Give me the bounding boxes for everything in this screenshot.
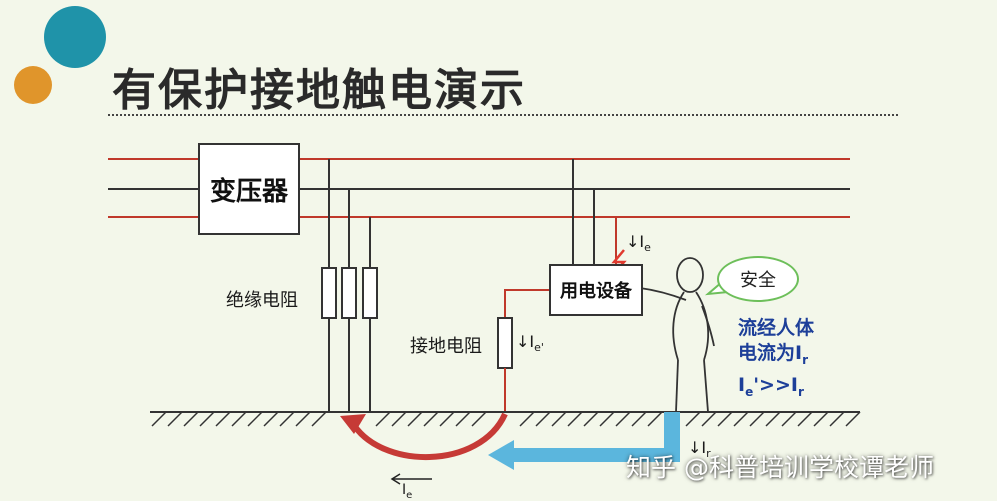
current-ie-ground: ↓Ie'	[516, 332, 544, 355]
body-current-arrowhead-icon	[488, 440, 514, 470]
body-current-path	[510, 412, 680, 462]
safe-bubble: 安全	[717, 256, 799, 302]
title-divider	[108, 114, 898, 116]
decor-circle-teal	[44, 6, 106, 68]
insulation-label: 绝缘电阻	[226, 290, 298, 311]
watermark: 知乎 @科普培训学校谭老师	[626, 453, 934, 482]
current-return: Ie	[402, 482, 413, 501]
grounding-resistor	[497, 317, 513, 369]
page-title: 有保护接地触电演示	[112, 65, 526, 116]
insulation-resistor-3	[362, 267, 378, 319]
insulation-resistor-2	[341, 267, 357, 319]
current-ie-device: ↓Ie	[626, 232, 651, 255]
return-arc	[349, 412, 508, 461]
return-arc-arrowhead-icon	[340, 414, 366, 434]
device-box: 用电设备	[549, 264, 643, 316]
current-ir: ↓Ir	[688, 438, 711, 461]
ground-conductor	[504, 289, 549, 318]
person-figure	[639, 257, 715, 413]
body-current-note: 流经人体 电流为Ir Ie'>>Ir	[738, 317, 815, 399]
transformer-box: 变压器	[198, 143, 300, 235]
insulation-resistor-1	[321, 267, 337, 319]
ground-hatch	[151, 411, 861, 427]
grounding-label: 接地电阻	[410, 336, 482, 357]
decor-circle-orange	[14, 66, 52, 104]
